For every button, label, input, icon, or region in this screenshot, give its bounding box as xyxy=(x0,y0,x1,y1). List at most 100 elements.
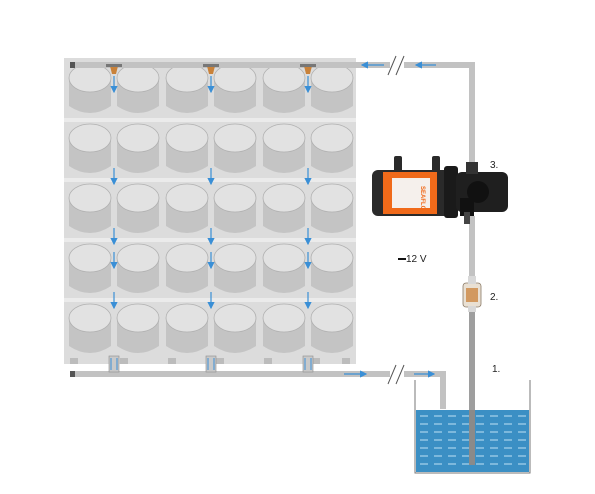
pot xyxy=(116,183,160,233)
pot xyxy=(165,183,209,233)
pot xyxy=(68,123,112,173)
emitter-icon xyxy=(207,66,215,74)
tank-label: 1. xyxy=(492,364,500,375)
pot xyxy=(165,303,209,353)
supply-line xyxy=(70,55,475,466)
pot-rim xyxy=(213,123,257,153)
pot-rim xyxy=(165,243,209,273)
pot xyxy=(310,183,354,233)
rack-foot xyxy=(216,358,224,364)
rack-shelf xyxy=(64,178,356,182)
pipe-break-icon xyxy=(387,55,405,76)
pot xyxy=(68,303,112,353)
rack-foot xyxy=(168,358,176,364)
pot-rim xyxy=(262,123,306,153)
pot-rim xyxy=(213,303,257,333)
pot-rim xyxy=(165,303,209,333)
rack-foot xyxy=(312,358,320,364)
rack-foot xyxy=(70,358,78,364)
pot xyxy=(165,243,209,293)
pot xyxy=(310,303,354,353)
pot xyxy=(262,123,306,173)
pot-rim xyxy=(68,183,112,213)
emitter-fitting xyxy=(203,64,219,67)
rack-frame xyxy=(64,58,356,364)
pot xyxy=(165,123,209,173)
pot-rim xyxy=(310,303,354,333)
filter-to-tank-pipe xyxy=(469,306,475,466)
return-pipe-end-cap xyxy=(70,371,75,377)
pot-rim xyxy=(213,63,257,93)
emitter-fitting xyxy=(300,64,316,67)
pot xyxy=(310,63,354,113)
pot xyxy=(68,183,112,233)
pot xyxy=(213,123,257,173)
pot-rim xyxy=(68,243,112,273)
rack-foot xyxy=(342,358,350,364)
pot-rim xyxy=(116,63,160,93)
rack-foot xyxy=(120,358,128,364)
pot xyxy=(213,303,257,353)
pot-grid xyxy=(68,63,354,353)
filter: 2. xyxy=(462,276,498,312)
pot-rim xyxy=(116,183,160,213)
emitter-fitting xyxy=(106,64,122,67)
tank-walls xyxy=(414,380,531,474)
pump-label: 3. xyxy=(490,160,498,171)
pump-outlet-pipe xyxy=(469,216,475,276)
pot xyxy=(262,63,306,113)
pot-rim xyxy=(116,123,160,153)
pot-rim xyxy=(262,303,306,333)
pot xyxy=(262,303,306,353)
emitter-icon xyxy=(110,66,118,74)
filter-label: 2. xyxy=(490,292,498,303)
rack-shelf xyxy=(64,118,356,122)
pot-rim xyxy=(165,123,209,153)
rack-drain xyxy=(108,355,120,373)
pot xyxy=(213,183,257,233)
pot xyxy=(262,183,306,233)
pot-rim xyxy=(310,63,354,93)
pot xyxy=(310,123,354,173)
pump: SEAFLO 3. 12 V xyxy=(372,156,508,265)
rack-drain xyxy=(302,355,314,373)
rack-shelf xyxy=(64,238,356,242)
pot xyxy=(68,63,112,113)
pot xyxy=(213,63,257,113)
pot xyxy=(165,63,209,113)
pot-rim xyxy=(310,243,354,273)
water-waves xyxy=(420,415,526,465)
pot xyxy=(262,243,306,293)
pot xyxy=(116,303,160,353)
pot-rim xyxy=(116,303,160,333)
supply-pipe-end-cap xyxy=(70,62,75,68)
pot xyxy=(213,243,257,293)
rack-drain xyxy=(205,355,217,373)
return-pipe-drop xyxy=(440,371,446,409)
voltage-label: 12 V xyxy=(406,254,427,265)
rack-shelf xyxy=(64,298,356,302)
tank-intake-pipe xyxy=(469,410,475,465)
supply-pipe-riser xyxy=(469,62,475,174)
pot-rim xyxy=(213,243,257,273)
pipe-break-icon xyxy=(387,364,405,385)
plant-rack xyxy=(64,58,356,364)
column-flow-arrows xyxy=(110,76,312,310)
pot xyxy=(116,123,160,173)
pot-rim xyxy=(262,243,306,273)
pot-rim xyxy=(262,183,306,213)
pot-rim xyxy=(68,123,112,153)
pot-rim xyxy=(165,63,209,93)
return-line xyxy=(70,364,446,409)
pot-rim xyxy=(213,183,257,213)
rack-feet xyxy=(70,358,350,364)
pot xyxy=(310,243,354,293)
pot xyxy=(116,243,160,293)
pot-rim xyxy=(310,123,354,153)
pot-rim xyxy=(165,183,209,213)
pot-rim xyxy=(310,183,354,213)
pot-rim xyxy=(116,243,160,273)
pot-rim xyxy=(262,63,306,93)
pot xyxy=(116,63,160,113)
drip-emitters xyxy=(106,64,316,74)
